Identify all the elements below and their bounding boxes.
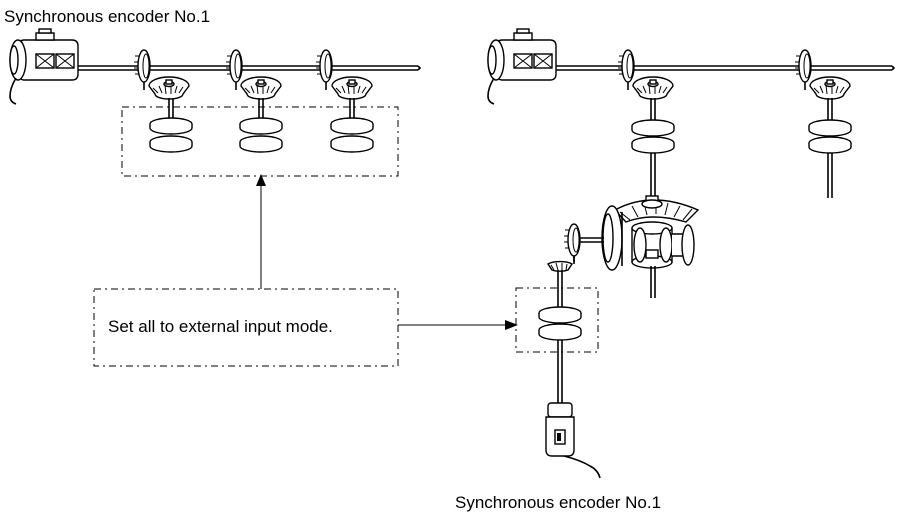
label-bottom: Synchronous encoder No.1 — [455, 493, 661, 512]
disc-r2b — [808, 136, 852, 154]
disc-3a — [330, 117, 374, 135]
right-motor — [487, 28, 557, 105]
disc-enc-b — [538, 323, 582, 341]
disc-2a — [239, 117, 283, 135]
disc-r1a — [631, 119, 675, 137]
arrow-right-head — [505, 320, 518, 330]
annotation — [93, 174, 518, 367]
right-output-axis-2 — [794, 49, 852, 198]
disc-enc-a — [538, 306, 582, 324]
disc-r2a — [808, 119, 852, 137]
left-motor — [9, 28, 79, 105]
right-output-axis-1 — [617, 49, 675, 196]
disc-1b — [149, 135, 193, 153]
note-box — [93, 288, 399, 367]
right-system — [487, 28, 896, 479]
label-top-left: Synchronous encoder No.1 — [4, 7, 210, 26]
disc-1a — [149, 117, 193, 135]
left-output-axis-3 — [315, 49, 374, 153]
right-clutch-group-box — [515, 287, 599, 353]
left-clutch-group-box — [121, 106, 399, 177]
left-system — [9, 28, 422, 177]
left-output-axis-2 — [225, 49, 283, 153]
disc-r1b — [631, 136, 675, 154]
disc-2b — [239, 135, 283, 153]
synchronous-encoder — [545, 402, 601, 479]
label-note: Set all to external input mode. — [108, 317, 333, 336]
disc-3b — [330, 135, 374, 153]
arrow-up-head — [256, 174, 266, 186]
left-output-axis-1 — [133, 49, 193, 153]
encoder-branch — [538, 223, 604, 404]
differential-gear — [601, 195, 700, 298]
